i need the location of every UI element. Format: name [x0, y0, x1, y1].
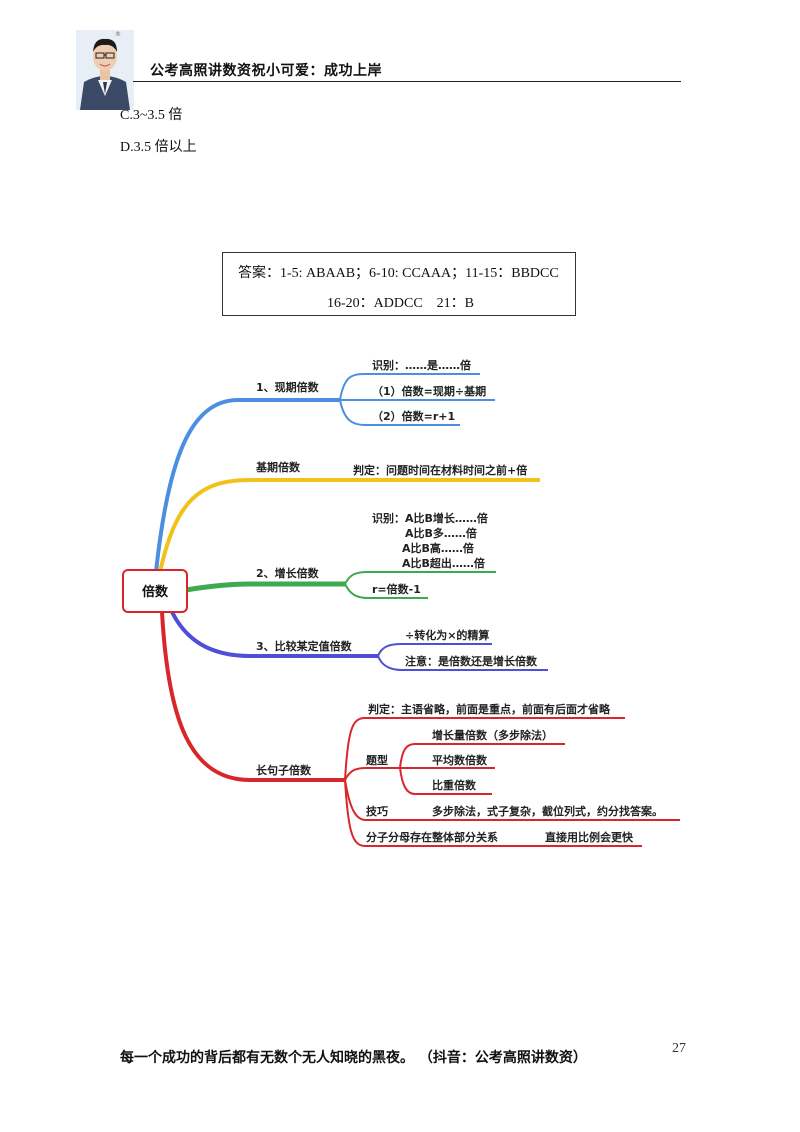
header-title: 公考高照讲数资祝小可爱：成功上岸: [150, 63, 382, 79]
growth-recognize-4: A比B超出……倍: [402, 556, 485, 570]
long-relation: 直接用比例会更快: [545, 830, 634, 844]
growth-recognize-1: 识别：A比B增长……倍: [372, 511, 488, 525]
branch-line-base: [158, 478, 540, 573]
long-skill-label: 技巧: [366, 804, 388, 818]
long-relation-label: 分子分母存在整体部分关系: [366, 830, 498, 844]
answer-line-1: 答案：1-5: ABAAB；6-10: CCAAA；11-15：BBDCC: [238, 266, 559, 281]
answer-line-2: 16-20：ADDCC 21：B: [327, 296, 475, 311]
long-type-1: 增长量倍数（多步除法）: [432, 728, 553, 742]
registered-mark: ®: [115, 31, 121, 38]
root-node-label: 倍数: [142, 584, 169, 600]
growth-formula: r=倍数-1: [372, 582, 421, 596]
current-formula-1: （1）倍数=现期÷基期: [372, 384, 486, 398]
growth-recognize-2: A比B多……倍: [405, 526, 477, 540]
footer-quote: 每一个成功的背后都有无数个无人知晓的黑夜。 （抖音：公考高照讲数资）: [120, 1050, 587, 1066]
author-avatar: [76, 30, 134, 110]
long-judge: 判定：主语省略，前面是重点，前面有后面才省略: [368, 702, 611, 716]
root-node: [122, 569, 188, 613]
branch-base-title: 基期倍数: [255, 460, 301, 474]
page-number: 27: [672, 1041, 686, 1056]
compare-tip-2: 注意：是倍数还是增长倍数: [405, 654, 538, 668]
long-type-2: 平均数倍数: [432, 753, 488, 767]
growth-recognize-3: A比B高……倍: [402, 541, 474, 555]
option-c: C.3~3.5 倍: [120, 108, 183, 123]
branch-long-title: 长句子倍数: [256, 763, 312, 777]
long-skill: 多步除法，式子复杂，截位列式，约分找答案。: [432, 804, 663, 818]
mind-map: 倍数 1、现期倍数 基期倍数 2、增长倍数 3、比较某定值倍数 长句子倍数 识别…: [0, 340, 800, 860]
current-formula-2: （2）倍数=r+1: [372, 409, 455, 423]
branch-compare-title: 3、比较某定值倍数: [256, 639, 353, 653]
branch-growth-title: 2、增长倍数: [256, 566, 320, 580]
option-d: D.3.5 倍以上: [120, 140, 197, 155]
compare-tip-1: ÷转化为×的精算: [405, 628, 489, 642]
branch-line-long: [160, 611, 345, 782]
base-judge: 判定：问题时间在材料时间之前+倍: [353, 463, 527, 477]
branch-line-compare: [170, 611, 378, 658]
answer-box: [222, 252, 576, 316]
long-type-3: 比重倍数: [432, 778, 477, 792]
branch-line-growth: [185, 581, 345, 593]
branch-current-title: 1、现期倍数: [256, 380, 320, 394]
current-recognize: 识别：……是……倍: [372, 358, 471, 372]
long-type-label: 题型: [366, 753, 388, 767]
header-divider: [133, 81, 681, 82]
branch-line-current: [154, 398, 340, 573]
